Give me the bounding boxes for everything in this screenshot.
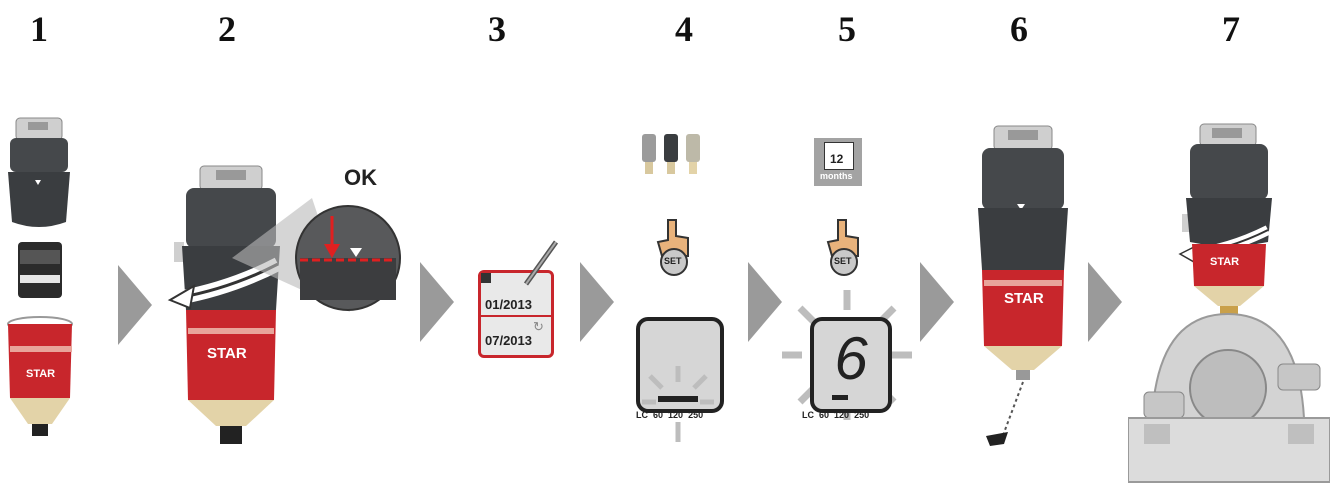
step2-assembly (167, 165, 401, 444)
scale-250: 250 (688, 410, 704, 420)
step-number-4: 4 (675, 9, 693, 49)
display-digit: 6 (834, 325, 868, 392)
ok-label: OK (344, 165, 377, 190)
blink-rays-icon (642, 366, 714, 442)
step4-sizes-icon (642, 134, 700, 174)
refresh-icon: ↻ (533, 319, 544, 334)
end-date: 07/2013 (485, 333, 532, 348)
date-label-card: 01/2013 07/2013 ↻ (478, 270, 554, 358)
set-button-label: SET (834, 256, 852, 266)
scale-60: 60 (819, 410, 830, 420)
step-number-7: 7 (1222, 9, 1240, 49)
start-date: 01/2013 (485, 297, 532, 312)
scale-lc: LC (802, 410, 814, 420)
pen-icon (523, 240, 559, 286)
step5-scale: LC 60 120 250 (802, 410, 869, 420)
calendar-number: 12 (830, 152, 844, 166)
step2-brand-label: STAR (207, 345, 247, 362)
step-number-2: 2 (218, 9, 236, 49)
step-number-6: 6 (1010, 9, 1028, 49)
scale-250: 250 (854, 410, 870, 420)
calendar-page (824, 142, 854, 170)
set-button-label: SET (664, 256, 682, 266)
step7-brand-label: STAR (1210, 256, 1240, 268)
finger-press-icon (826, 219, 859, 276)
scale-120: 120 (668, 410, 684, 420)
next-arrow-icon (1088, 262, 1122, 342)
calendar-icon: 12 months (814, 138, 862, 186)
step-number-5: 5 (838, 9, 856, 49)
finger-press-icon (656, 219, 689, 276)
lcd-marker (832, 395, 848, 400)
next-arrow-icon (920, 262, 954, 342)
step1-components (7, 117, 73, 436)
next-arrow-icon (580, 262, 614, 342)
step6-lubricator (978, 125, 1068, 446)
step1-brand-label: STAR (26, 368, 56, 380)
scale-120: 120 (834, 410, 850, 420)
card-divider (481, 315, 551, 317)
next-arrow-icon (420, 262, 454, 342)
step7-mounted-lubricator (1128, 123, 1330, 483)
scale-60: 60 (653, 410, 664, 420)
step4-scale: LC 60 120 250 (636, 410, 703, 420)
lcd-display: 6 (810, 317, 892, 413)
card-corner (481, 273, 491, 283)
step-number-3: 3 (488, 9, 506, 49)
step6-brand-label: STAR (1004, 290, 1044, 307)
calendar-unit: months (820, 171, 853, 181)
step-number-1: 1 (30, 9, 48, 49)
next-arrow-icon (748, 262, 782, 342)
next-arrow-icon (118, 265, 152, 345)
scale-lc: LC (636, 410, 648, 420)
